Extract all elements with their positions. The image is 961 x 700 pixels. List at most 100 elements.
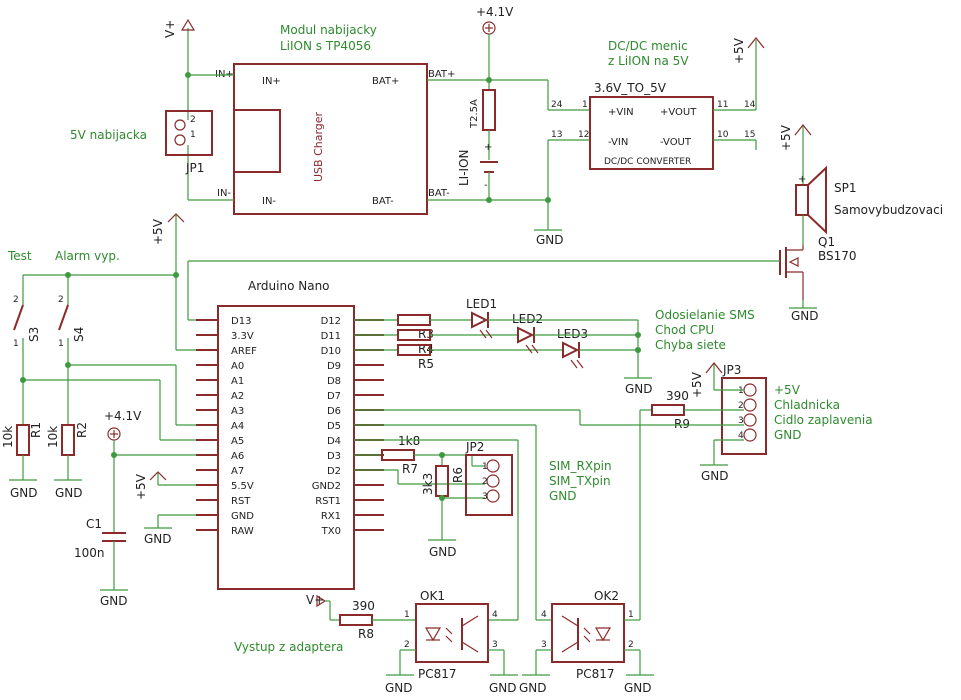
fuse-label: T2.5A [469,99,480,129]
jp3-pin4-desc: GND [774,428,802,442]
led3-desc: Chyba siete [655,338,726,352]
svg-text:R1: R1 [29,422,43,438]
jp1-label: JP1 [185,161,204,175]
svg-text:LED2: LED2 [512,312,543,326]
svg-text:2: 2 [738,401,744,411]
svg-text:+: + [798,174,806,185]
v41-label: +4.1V [476,5,514,19]
ok1-type: PC817 [418,667,457,681]
switch-s4: 2 1 S4 [58,275,86,365]
jp3-pin1-desc: +5V [774,383,801,397]
svg-text:2: 2 [628,640,634,650]
arduino-pin-label: D6 [327,406,341,417]
svg-text:R8: R8 [358,627,374,641]
charger-in-minus-inner: IN- [262,196,276,207]
svg-text:LED1: LED1 [466,297,497,311]
svg-text:GND: GND [489,681,517,695]
usb-port [233,109,281,173]
svg-text:24: 24 [551,100,563,110]
svg-text:R9: R9 [674,417,690,431]
arduino-pin-label: D3 [327,451,341,462]
dcdc-title-2: z LiION na 5V [608,54,689,68]
adapter-output-label: Vystup z adaptera [234,640,343,654]
mosfet-type: BS170 [818,249,857,263]
svg-text:2: 2 [190,115,196,125]
gnd-dcdc: GND [534,229,564,247]
test-label: Test [7,249,32,263]
buzzer-sp1: + SP1 Samovybudzovaci [795,165,943,235]
svg-text:11: 11 [717,100,728,110]
resistor-r2: GND 10k R2 [46,365,89,500]
svg-text:GND: GND [624,681,652,695]
dcdc-value: 3.6V_TO_5V [594,81,667,95]
svg-text:13: 13 [551,130,562,140]
gnd-leds: GND [624,377,653,396]
vplus-supply-r8: V+ [306,593,340,621]
arduino-pin-label: 3.3V [231,331,254,342]
gnd-sim: GND [428,539,457,559]
jp3-label: JP3 [722,363,741,377]
arduino-pin-label: A2 [231,391,244,402]
svg-text:4: 4 [492,610,498,620]
jp3-pin3-desc: Cidlo zaplavenia [774,413,873,427]
led1: LED1 [466,297,497,339]
buzzer-type: Samovybudzovaci [834,203,943,217]
arduino-nano [217,305,355,590]
svg-text:GND: GND [519,681,547,695]
optocoupler-ok2: 4 3 1 2 OK2 PC817 [541,589,634,681]
svg-text:4: 4 [541,610,547,620]
v5-supply-dcdc: +5V [732,37,765,64]
battery-label: LI-ION [457,149,471,186]
svg-text:C1: C1 [86,517,102,531]
jp3-pin2-desc: Chladnicka [774,398,840,412]
jp2-label: JP2 [465,440,484,454]
svg-text:GND: GND [791,309,819,323]
svg-text:1: 1 [13,339,19,349]
svg-text:14: 14 [744,100,756,110]
svg-text:1: 1 [738,386,744,396]
v5-supply-arduino: +5V [134,471,218,500]
led1-desc: Odosielanie SMS [655,308,755,322]
svg-text:R6: R6 [451,467,465,483]
svg-text:4: 4 [738,431,744,441]
ok2-label: OK2 [594,589,619,603]
svg-text:10k: 10k [1,426,15,448]
arduino-pin-label: RAW [231,526,254,537]
svg-text:-VIN: -VIN [608,137,628,148]
svg-text:2: 2 [13,295,19,305]
jp2-connector: 1 2 3 JP2 [465,440,513,516]
svg-text:+4.1V: +4.1V [104,409,142,423]
svg-text:12: 12 [578,130,589,140]
svg-text:GND: GND [701,469,729,483]
jp3-connector: 1 2 3 4 JP3 [721,363,767,455]
gnd-mosfet: GND [789,300,819,323]
svg-text:GND: GND [55,486,83,500]
arduino-pin-label: A5 [231,436,244,447]
arduino-pin-label: D13 [231,316,251,327]
svg-text:GND: GND [536,233,564,247]
v5-supply-jp3: +5V [690,362,744,398]
gnd-ok2-left: GND [519,674,550,695]
arduino-pin-label: D9 [327,361,341,372]
svg-text:R2: R2 [75,422,89,438]
svg-text:R5: R5 [418,357,434,371]
svg-text:10: 10 [717,130,729,140]
gnd-ok1-left: GND [385,674,414,695]
charger-title-1: Modul nabijacky [280,23,377,37]
svg-text:390: 390 [666,389,689,403]
capacitor-c1: GND C1 100n [74,517,128,608]
svg-text:-VOUT: -VOUT [660,137,692,148]
arduino-pin-label: RST [231,496,251,507]
arduino-pin-label: A6 [231,451,244,462]
arduino-pin-label: RX1 [321,511,341,522]
battery-liion: + - LI-ION [457,142,498,191]
jp2-pin1-desc: SIM_RXpin [549,459,612,473]
svg-text:1: 1 [482,462,488,472]
arduino-pin-label: D10 [321,346,341,357]
svg-text:+5V: +5V [134,473,148,500]
resistor-r6: 3k3 R6 [421,465,465,497]
arduino-pin-label: D5 [327,421,341,432]
arduino-pin-label: D4 [327,436,341,447]
